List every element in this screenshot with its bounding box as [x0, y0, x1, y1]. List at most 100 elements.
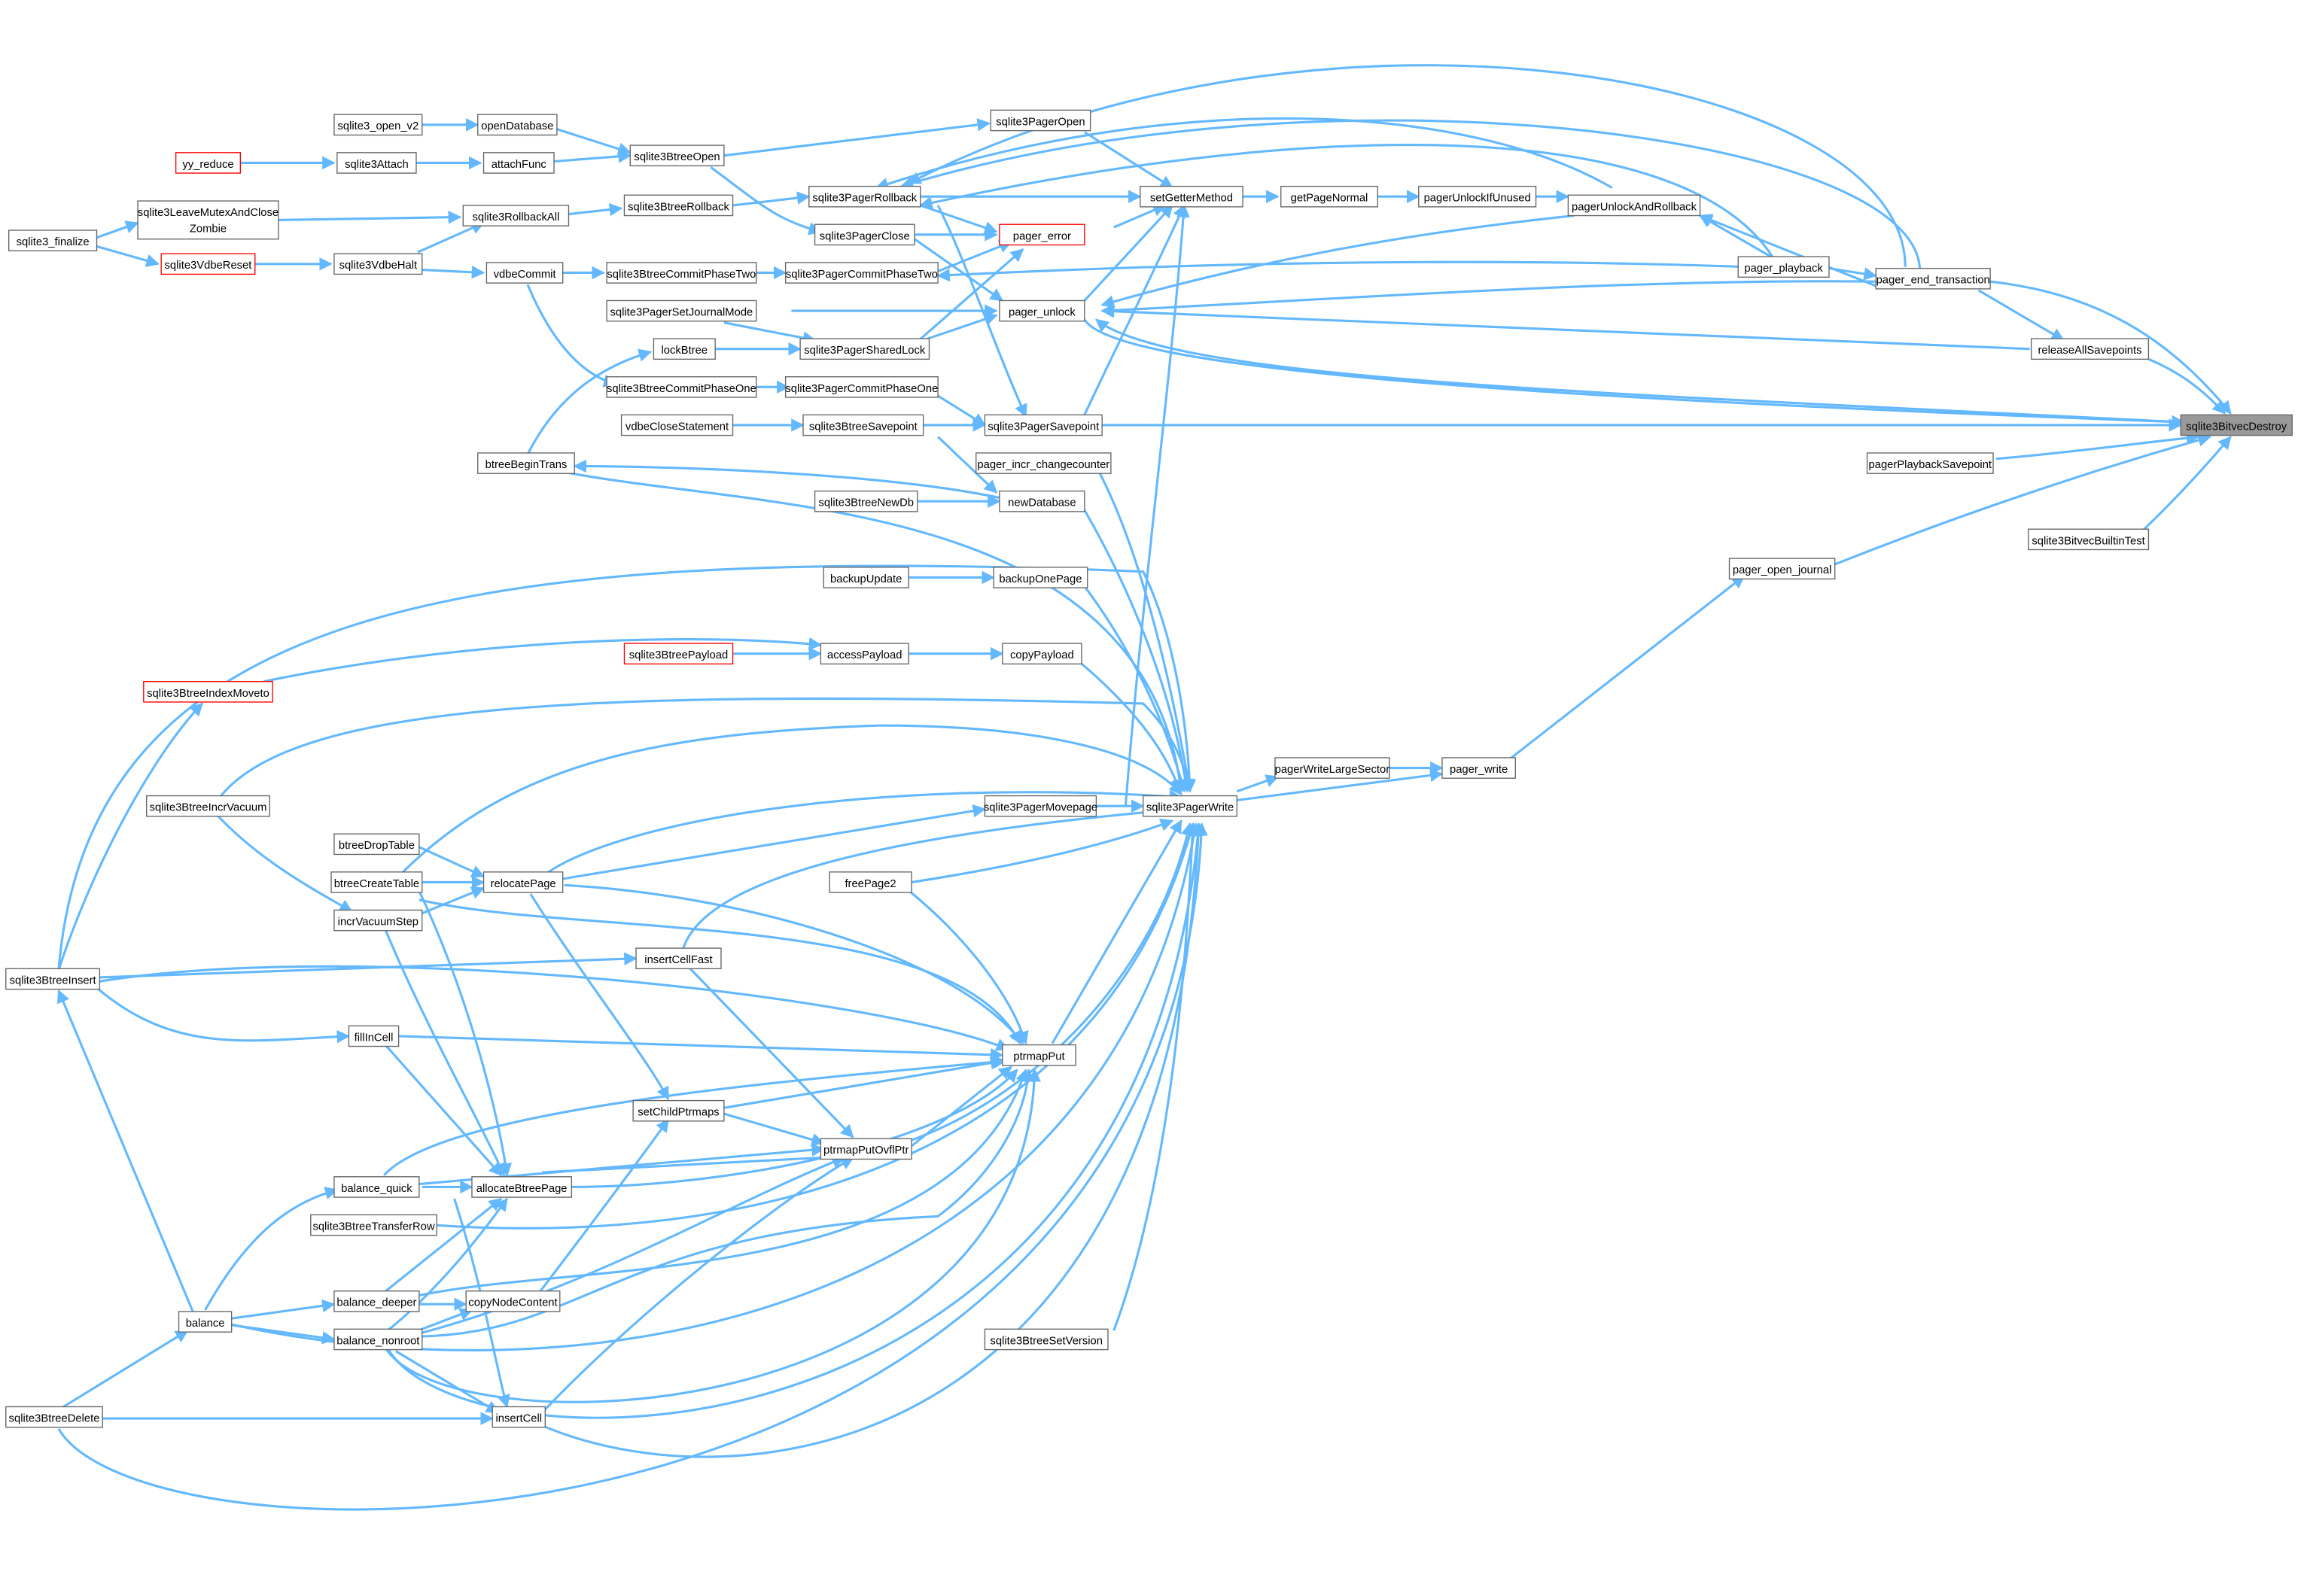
node-pager-incr-changecounter[interactable]: pager_incr_changecounter [976, 452, 1112, 474]
node-sqlite3-btree-rollback[interactable]: sqlite3BtreeRollback [623, 194, 734, 217]
node-sqlite3-btree-new-db[interactable]: sqlite3BtreeNewDb [814, 490, 918, 512]
node-pager-unlock-if-unused[interactable]: pagerUnlockIfUnused [1418, 185, 1537, 208]
edge [453, 1198, 510, 1409]
node-lock-btree[interactable]: lockBtree [653, 338, 716, 360]
edge [417, 221, 485, 254]
node-sqlite3-btree-open[interactable]: sqlite3BtreeOpen [629, 144, 725, 167]
node-insert-cell[interactable]: insertCell [492, 1406, 546, 1428]
node-label: pager_open_journal [1733, 564, 1832, 576]
node-sqlite3-btree-incr-vacuum[interactable]: sqlite3BtreeIncrVacuum [146, 795, 270, 817]
edge [1113, 204, 1167, 229]
node-sqlite3-btree-savepoint[interactable]: sqlite3BtreeSavepoint [802, 414, 924, 436]
node-pager-write-large-sector[interactable]: pagerWriteLargeSector [1274, 757, 1390, 779]
node-sqlite3-pager-write[interactable]: sqlite3PagerWrite [1143, 795, 1238, 817]
node-fill-in-cell[interactable]: fillInCell [348, 1025, 400, 1047]
node-sqlite3-btree-delete[interactable]: sqlite3BtreeDelete [5, 1406, 103, 1428]
node-sqlite3-btree-set-version[interactable]: sqlite3BtreeSetVersion [984, 1328, 1109, 1351]
node-pager-error[interactable]: pager_error [999, 223, 1085, 246]
node-balance-deeper[interactable]: balance_deeper [333, 1290, 420, 1312]
edge [216, 813, 353, 913]
node-sqlite3-pager-shared-lock[interactable]: sqlite3PagerSharedLock [799, 338, 930, 360]
edge [526, 284, 617, 388]
node-sqlite3-pager-set-journal-mode[interactable]: sqlite3PagerSetJournalMode [606, 299, 757, 322]
node-pager-end-transaction[interactable]: pager_end_transaction [1875, 267, 1991, 290]
node-relocate-page[interactable]: relocatePage [482, 871, 564, 893]
node-btree-create-table[interactable]: btreeCreateTable [330, 871, 423, 893]
node-sqlite3-bitvec-builtin-test[interactable]: sqlite3BitvecBuiltinTest [2028, 528, 2150, 551]
node-open-database[interactable]: openDatabase [477, 114, 558, 136]
node-sqlite3-pager-close[interactable]: sqlite3PagerClose [814, 223, 915, 246]
node-label: sqlite3PagerOpen [996, 116, 1085, 128]
node-sqlite3-pager-movepage[interactable]: sqlite3PagerMovepage [984, 795, 1097, 817]
node-box [1441, 757, 1516, 779]
node-incr-vacuum-step[interactable]: incrVacuumStep [333, 909, 423, 932]
node-sqlite3-bitvec-destroy[interactable]: sqlite3BitvecDestroy [2180, 414, 2293, 436]
node-pager-playback[interactable]: pager_playback [1737, 256, 1830, 278]
node-label: freePage2 [845, 878, 896, 890]
node-backup-update[interactable]: backupUpdate [823, 567, 909, 588]
node-pager-open-journal[interactable]: pager_open_journal [1728, 558, 1836, 580]
node-label: pager_write [1450, 764, 1508, 776]
node-pager-write[interactable]: pager_write [1441, 757, 1516, 779]
edge [96, 952, 638, 979]
node-pager-playback-savepoint[interactable]: pagerPlaybackSavepoint [1866, 452, 1994, 474]
node-ptrmap-put-ovfl-ptr[interactable]: ptrmapPutOvflPtr [820, 1138, 912, 1160]
node-sqlite3-vdbe-reset[interactable]: sqlite3VdbeReset [160, 253, 256, 275]
node-access-payload[interactable]: accessPayload [820, 643, 909, 665]
node-sqlite3-btree-insert[interactable]: sqlite3BtreeInsert [5, 968, 101, 990]
node-ptrmap-put[interactable]: ptrmapPut [1002, 1044, 1076, 1066]
node-vdbe-commit[interactable]: vdbeCommit [485, 262, 564, 284]
node-sqlite3-btree-commit-phase-one[interactable]: sqlite3BtreeCommitPhaseOne [606, 376, 757, 398]
node-balance-nonroot[interactable]: balance_nonroot [333, 1328, 423, 1351]
edge [96, 220, 139, 239]
node-sqlite3-rollback-all[interactable]: sqlite3RollbackAll [462, 205, 570, 226]
node-attach-func[interactable]: attachFunc [482, 152, 555, 174]
node-yy-reduce[interactable]: yy_reduce [175, 152, 242, 174]
node-release-all-savepoints[interactable]: releaseAllSavepoints [2030, 338, 2150, 360]
node-sqlite3-vdbe-halt[interactable]: sqlite3VdbeHalt [333, 253, 423, 275]
node-set-child-ptrmaps[interactable]: setChildPtrmaps [632, 1099, 725, 1122]
node-copy-node-content[interactable]: copyNodeContent [465, 1290, 561, 1312]
node-sqlite3-pager-commit-phase-one[interactable]: sqlite3PagerCommitPhaseOne [784, 376, 939, 398]
node-copy-payload[interactable]: copyPayload [1002, 643, 1082, 665]
node-free-page2[interactable]: freePage2 [829, 871, 912, 893]
node-label: pagerUnlockIfUnused [1424, 193, 1531, 205]
node-box [984, 1328, 1109, 1351]
edge [538, 1157, 854, 1417]
node-sqlite3-pager-open[interactable]: sqlite3PagerOpen [990, 109, 1091, 132]
node-sqlite3-btree-transfer-row[interactable]: sqlite3BtreeTransferRow [310, 1214, 437, 1236]
node-label: sqlite3RollbackAll [472, 211, 559, 223]
node-box [620, 414, 734, 436]
node-box [820, 1138, 912, 1160]
node-sqlite3-btree-index-moveto[interactable]: sqlite3BtreeIndexMoveto [143, 681, 273, 703]
node-sqlite3-btree-commit-phase-two[interactable]: sqlite3BtreeCommitPhaseTwo [606, 262, 757, 284]
node-sqlite3-pager-commit-phase-two[interactable]: sqlite3PagerCommitPhaseTwo [784, 262, 939, 284]
edge [96, 965, 1010, 1051]
edge [1051, 819, 1182, 1044]
node-pager-unlock[interactable]: pager_unlock [999, 299, 1085, 322]
node-set-getter-method[interactable]: setGetterMethod [1140, 185, 1243, 208]
node-allocate-btree-page[interactable]: allocateBtreePage [471, 1176, 573, 1198]
node-sqlite3-attach[interactable]: sqlite3Attach [336, 152, 417, 174]
node-sqlite3-finalize[interactable]: sqlite3_finalize [8, 230, 98, 251]
node-sqlite3-btree-payload[interactable]: sqlite3BtreePayload [623, 643, 734, 665]
node-box [2028, 528, 2150, 551]
node-btree-begin-trans[interactable]: btreeBeginTrans [477, 452, 575, 474]
node-backup-one-page[interactable]: backupOnePage [993, 567, 1088, 588]
node-box [333, 1290, 420, 1312]
node-balance-quick[interactable]: balance_quick [333, 1176, 420, 1198]
node-vdbe-close-statement[interactable]: vdbeCloseStatement [620, 414, 734, 436]
node-insert-cell-fast[interactable]: insertCellFast [635, 947, 722, 970]
node-new-database[interactable]: newDatabase [999, 490, 1085, 512]
edge [919, 143, 1775, 259]
edge [936, 260, 1745, 282]
node-sqlite3-pager-savepoint[interactable]: sqlite3PagerSavepoint [984, 414, 1103, 436]
node-sqlite3-open-v2[interactable]: sqlite3_open_v2 [333, 114, 423, 136]
node-get-page-normal[interactable]: getPageNormal [1280, 185, 1378, 208]
node-box [348, 1025, 400, 1047]
node-sqlite3-pager-rollback[interactable]: sqlite3PagerRollback [808, 185, 921, 208]
node-balance[interactable]: balance [178, 1311, 233, 1333]
node-btree-drop-table[interactable]: btreeDropTable [333, 833, 420, 856]
node-pager-unlock-and-rollback[interactable]: pagerUnlockAndRollback [1567, 194, 1701, 217]
